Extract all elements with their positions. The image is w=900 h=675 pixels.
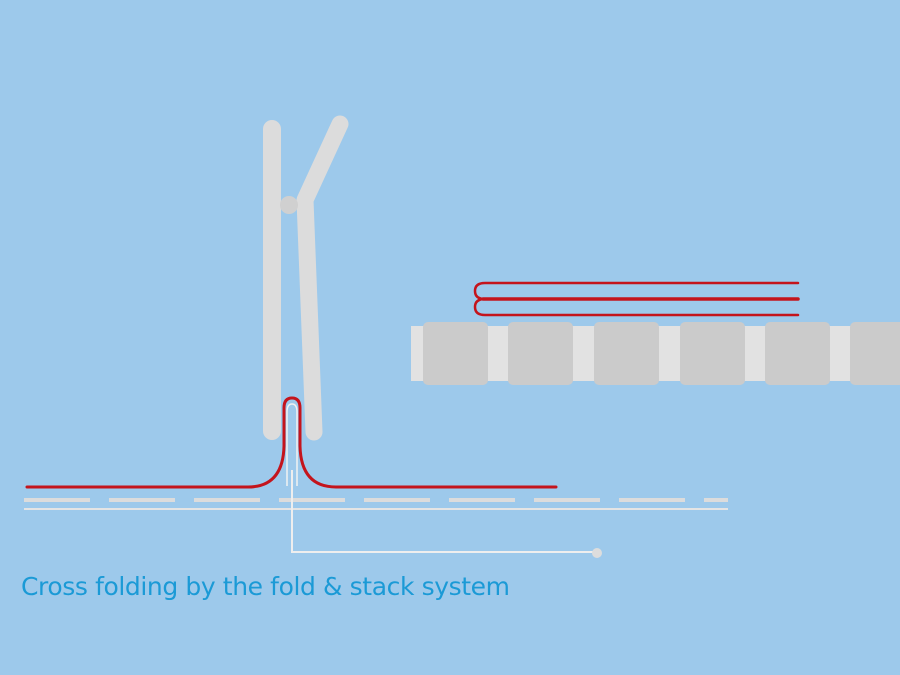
stack-upper-sheet bbox=[473, 281, 800, 301]
guide-track bbox=[24, 498, 728, 510]
leader-line bbox=[291, 470, 596, 553]
pivot-pin bbox=[280, 196, 298, 214]
roller bbox=[680, 322, 745, 385]
folded-paper-stack bbox=[473, 281, 800, 317]
fixed-fold-plate bbox=[263, 120, 281, 440]
diagram-caption: Cross folding by the fold & stack system bbox=[21, 572, 510, 601]
web-fold-highlight bbox=[286, 403, 298, 486]
roller bbox=[850, 322, 900, 385]
web-fold-outline bbox=[25, 396, 558, 489]
stack-conveyor-rollers bbox=[411, 322, 900, 385]
callout-line bbox=[291, 470, 602, 558]
leader-dot bbox=[592, 548, 602, 558]
roller bbox=[508, 322, 573, 385]
paper-web bbox=[25, 396, 558, 489]
fold-plates bbox=[263, 115, 349, 441]
hinged-fold-plate bbox=[296, 115, 349, 441]
roller bbox=[765, 322, 830, 385]
stack-lower-sheet bbox=[473, 297, 800, 317]
roller bbox=[423, 322, 488, 385]
roller bbox=[594, 322, 659, 385]
